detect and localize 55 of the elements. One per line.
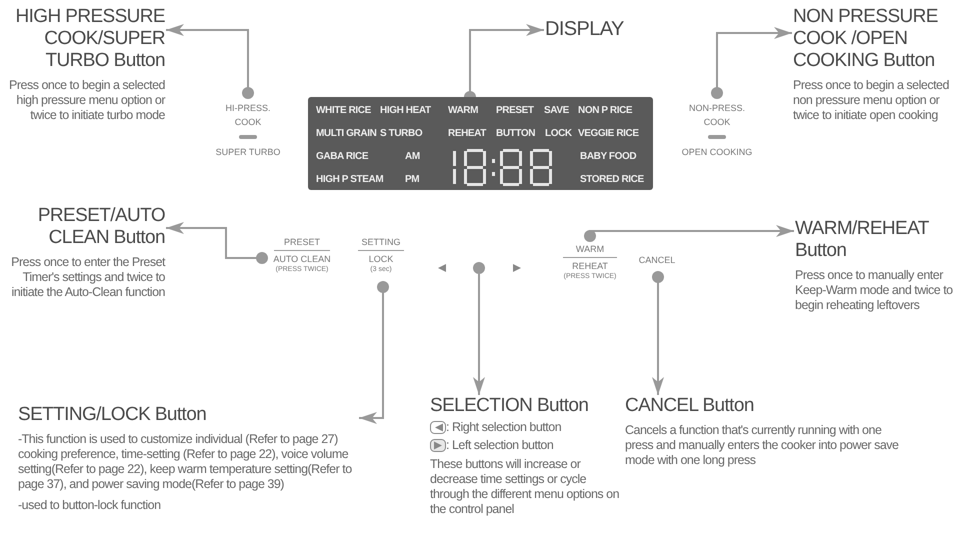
display-indicator-label: AM xyxy=(405,151,420,162)
button-label: WARM xyxy=(574,244,606,255)
display-panel xyxy=(308,97,653,190)
callout-description: Press once to enter the Preset Timer's settings and twice to initiate the Auto-Clean function xyxy=(10,255,165,300)
button-label: SUPER TURBO xyxy=(214,147,282,158)
callout-description: -This function is used to customize individual (Refer to page 27) cooking preference, time-setting (Refer to page 22), voice volume setting(Refer to page 22), keep warm temperature setting(Refer to page 37), and power saving mode(Refer to page 39) xyxy=(18,432,353,492)
callout-description: -used to button-lock function xyxy=(18,498,162,513)
display-indicator-label: HIGH HEAT xyxy=(380,105,431,116)
leader-line xyxy=(359,281,389,424)
callout-heading: WARM/REHEAT Button xyxy=(795,218,930,262)
leader-line xyxy=(166,24,254,99)
callout-description: Press once to begin a selected non pressure menu option or twice to initiate open cooking xyxy=(793,78,950,123)
callout-description: These buttons will increase or decrease time settings or cycle through the different menu options on the control panel xyxy=(430,457,620,517)
callout-description: : Left selection button xyxy=(446,438,554,453)
button-label: REHEAT xyxy=(571,261,609,272)
display-indicator-label: PM xyxy=(405,174,420,185)
display-indicator-label: MULTI GRAIN xyxy=(316,128,376,139)
display-indicator-label: WHITE RICE xyxy=(316,105,371,116)
callout-heading: CANCEL Button xyxy=(625,395,755,417)
display-indicator-label: HIGH P STEAM xyxy=(316,174,384,185)
leader-line xyxy=(166,222,268,264)
leader-line xyxy=(584,225,794,242)
button-label: LOCK xyxy=(368,254,394,265)
callout-heading: SETTING/LOCK Button xyxy=(18,404,208,426)
callout-description: Press once to manually enter Keep-Warm mode and twice to begin reheating leftovers xyxy=(795,268,954,313)
button-label: PRESET xyxy=(282,237,321,248)
display-indicator-label: LOCK xyxy=(545,128,572,139)
display-indicator-label: NON P RICE xyxy=(578,105,632,116)
button-label: OPEN COOKING xyxy=(680,147,754,158)
display-indicator-label: BABY FOOD xyxy=(580,151,636,162)
callout-heading: HIGH PRESSURE COOK/SUPER TURBO Button xyxy=(14,6,165,72)
callout-description: Press once to begin a selected high pressure menu option or twice to initiate turbo mode xyxy=(8,78,165,123)
leader-line xyxy=(473,274,485,395)
button-label: CANCEL xyxy=(638,255,676,266)
callout-heading: SELECTION Button xyxy=(430,395,590,417)
button-label: NON-PRESS. COOK xyxy=(688,102,746,129)
leader-line xyxy=(652,271,664,395)
button-label: HI-PRESS. COOK xyxy=(224,102,272,129)
callout-heading: PRESET/AUTO CLEAN Button xyxy=(36,205,165,249)
button-label: SETTING xyxy=(360,237,402,248)
button-label: AUTO CLEAN xyxy=(272,254,332,265)
display-indicator-label: REHEAT xyxy=(448,128,486,139)
callout-heading: DISPLAY xyxy=(545,18,625,40)
display-indicator-label: SAVE xyxy=(544,105,569,116)
display-indicator-label: GABA RICE xyxy=(316,151,368,162)
display-indicator-label: BUTTON xyxy=(496,128,536,139)
display-indicator-label: VEGGIE RICE xyxy=(578,128,639,139)
callout-heading: NON PRESSURE COOK /OPEN COOKING Button xyxy=(793,6,939,72)
callout-description: Cancels a function that's currently running with one press and manually enters the cooker into power save mode with one long press xyxy=(625,423,900,468)
callout-description: : Right selection button xyxy=(446,420,562,435)
display-indicator-label: PRESET xyxy=(496,105,534,116)
leader-line xyxy=(711,27,792,99)
display-indicator-label: WARM xyxy=(448,105,478,116)
display-indicator-label: S TURBO xyxy=(380,128,422,139)
display-indicator-label: STORED RICE xyxy=(580,174,644,185)
